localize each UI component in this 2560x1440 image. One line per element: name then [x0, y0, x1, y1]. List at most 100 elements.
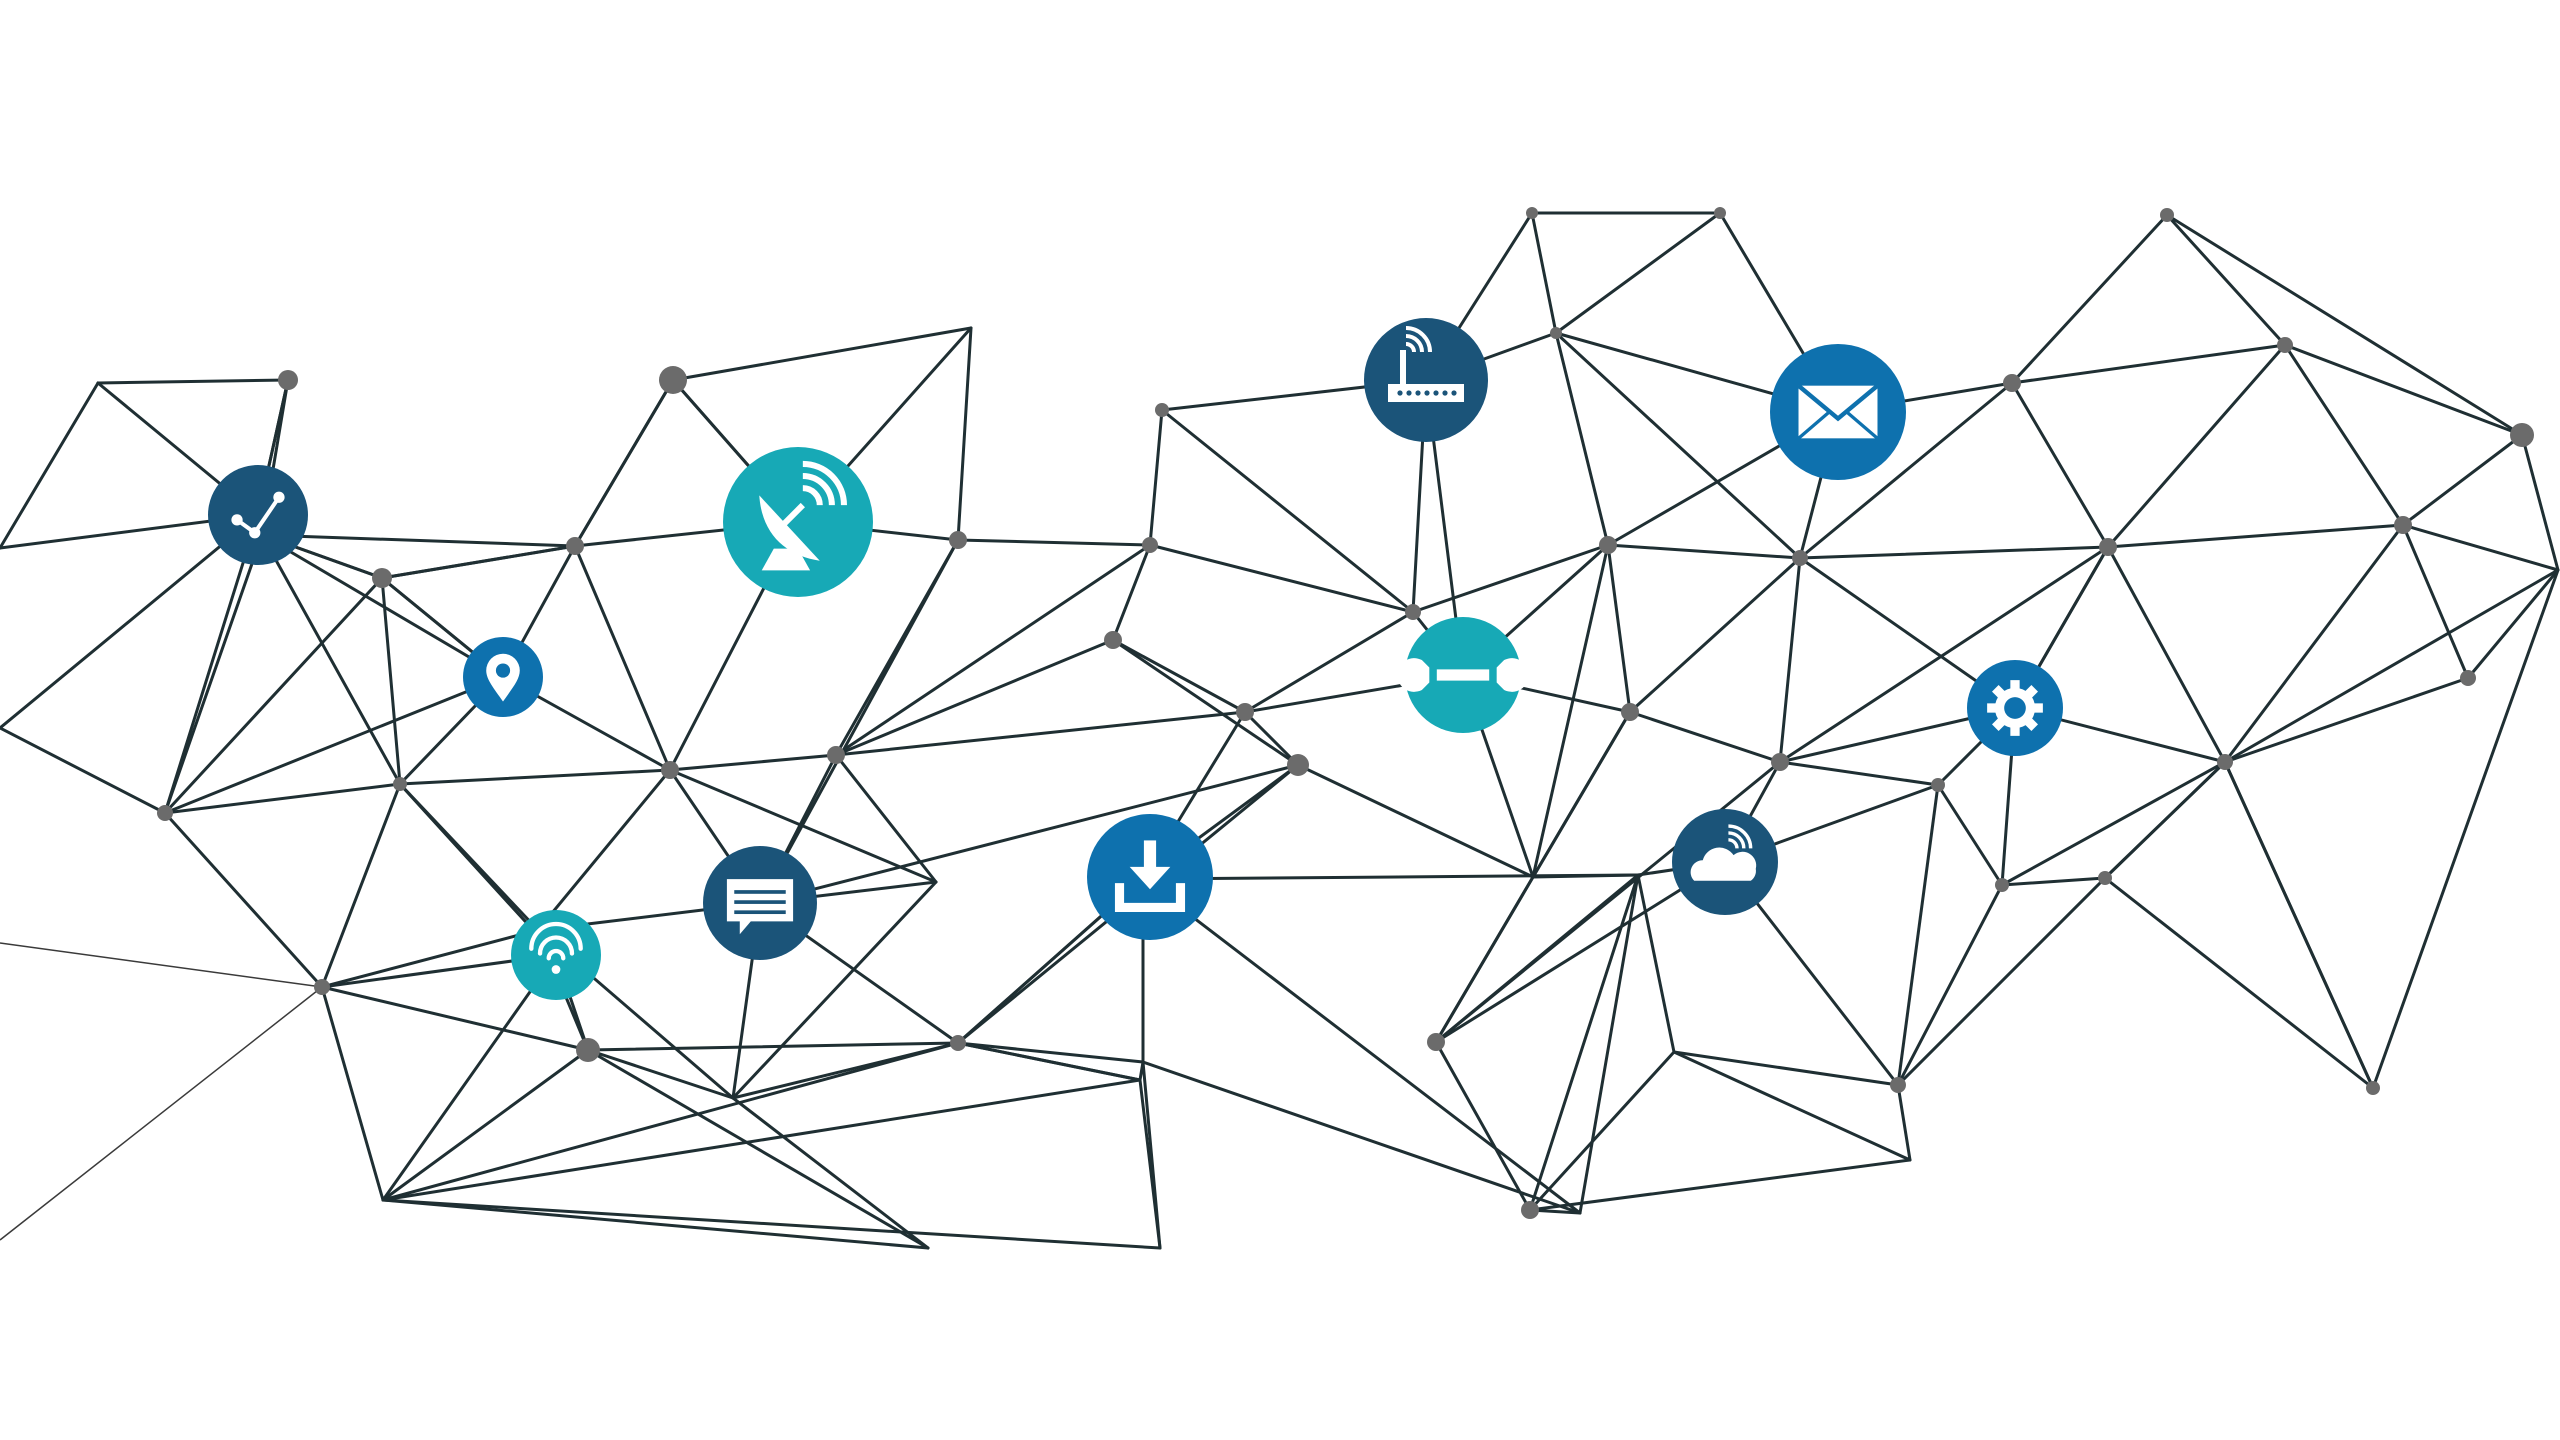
mesh-edge — [2103, 876, 2375, 1090]
mesh-edge — [1531, 543, 1610, 879]
icon-badge-disc — [208, 465, 308, 565]
location-pin-icon — [463, 637, 543, 717]
mesh-edge — [834, 638, 1115, 757]
mesh-node — [1526, 207, 1538, 219]
mesh-node — [2510, 423, 2534, 447]
mesh-edge-faint — [0, 942, 323, 988]
mesh-edge — [163, 811, 324, 989]
mesh-edge — [1554, 331, 1610, 547]
mesh-edge — [398, 768, 672, 786]
mesh-edge — [668, 753, 838, 772]
mesh-edge — [260, 533, 402, 786]
mesh-edge — [1141, 1060, 1582, 1215]
mesh-node — [157, 805, 173, 821]
gear-settings-icon — [1967, 660, 2063, 756]
mesh-edge — [1606, 543, 1632, 714]
mesh-edge — [1628, 556, 1802, 714]
mesh-node — [1521, 1201, 1539, 1219]
mesh-node — [576, 1038, 600, 1062]
mesh-edge — [163, 513, 260, 815]
mesh-node — [2098, 871, 2112, 885]
mesh-edge — [380, 576, 402, 786]
mesh-edge — [1778, 760, 1940, 787]
mesh-edge — [2165, 213, 2524, 437]
mesh-edge — [2283, 343, 2524, 437]
mesh-edge — [2371, 568, 2560, 1090]
mesh-edge — [1896, 876, 2107, 1087]
mesh-node — [949, 531, 967, 549]
download-icon — [1087, 814, 1213, 940]
mesh-edge — [381, 1198, 930, 1250]
mesh-node — [1995, 878, 2009, 892]
mesh-edge — [1554, 211, 1722, 335]
mesh-node — [372, 568, 392, 588]
mesh-edge — [163, 533, 264, 815]
mesh-edge — [1434, 1040, 1532, 1212]
mesh-edge — [731, 1096, 930, 1250]
mesh-edge — [1896, 883, 2004, 1087]
mesh-node — [1599, 536, 1617, 554]
mesh-edge — [573, 544, 672, 772]
mesh-edge — [381, 953, 558, 1202]
mesh-edge — [731, 880, 938, 1100]
mesh-edge — [2283, 343, 2405, 527]
mesh-edge — [758, 763, 1300, 905]
wifi-icon — [511, 910, 601, 1000]
mesh-edge — [586, 1041, 960, 1052]
mesh-edge — [260, 533, 577, 548]
mesh-edge — [1936, 783, 2004, 887]
mesh-node — [1236, 703, 1254, 721]
mesh-node — [950, 1035, 966, 1051]
mesh-edge — [2223, 523, 2405, 764]
mesh-edge — [956, 326, 973, 542]
mesh-node — [2277, 337, 2293, 353]
mesh-edge — [2466, 568, 2560, 680]
mesh-edge — [0, 513, 260, 730]
mesh-edge — [1141, 877, 1582, 1215]
mesh-edge — [320, 985, 590, 1052]
mesh-edge — [163, 576, 384, 815]
mesh-edge — [1554, 331, 1802, 560]
mesh-node — [1771, 753, 1789, 771]
mesh-node — [1142, 537, 1158, 553]
mesh-edge — [1528, 1158, 1912, 1212]
mesh-node — [1714, 207, 1726, 219]
mesh-node — [827, 746, 845, 764]
mesh-edge — [2401, 433, 2524, 527]
mesh-edge — [398, 782, 540, 932]
mesh-edge — [2000, 760, 2227, 887]
mesh-node — [2160, 208, 2174, 222]
mesh-node — [1792, 550, 1808, 566]
mesh-node — [659, 366, 687, 394]
mesh-edge — [2165, 213, 2287, 347]
mesh-edge — [1896, 1083, 1912, 1162]
mesh-edge — [163, 782, 402, 815]
mesh-edge — [1434, 875, 1535, 1044]
mesh-node — [2366, 1081, 2380, 1095]
mesh-node — [278, 370, 298, 390]
mesh-edge — [1672, 1050, 1912, 1162]
mesh-edge — [1528, 1050, 1676, 1212]
mesh-edge — [2106, 545, 2227, 764]
mesh-edge — [260, 533, 505, 679]
mesh-node — [2099, 538, 2117, 556]
mesh-edge — [1578, 873, 1640, 1215]
chat-message-icon — [703, 846, 817, 960]
mesh-node — [1104, 631, 1122, 649]
icon-badge-disc — [511, 910, 601, 1000]
mesh-nodes — [157, 207, 2534, 1219]
mesh-node — [1931, 778, 1945, 792]
mesh-edge — [0, 381, 100, 550]
mesh-edge — [2223, 676, 2470, 764]
mesh-node — [2460, 670, 2476, 686]
mesh-edge — [96, 378, 290, 385]
mesh-edge — [1434, 860, 1727, 1044]
mesh-edge — [1243, 710, 1300, 767]
mesh-edge — [2520, 433, 2560, 572]
mesh-edge — [1636, 873, 1676, 1054]
mesh-edge — [1411, 543, 1610, 614]
cloud-signal-icon — [1672, 809, 1778, 915]
mesh-node — [1550, 327, 1562, 339]
mesh-edge — [2223, 760, 2375, 1090]
mesh-edge — [2010, 381, 2110, 549]
